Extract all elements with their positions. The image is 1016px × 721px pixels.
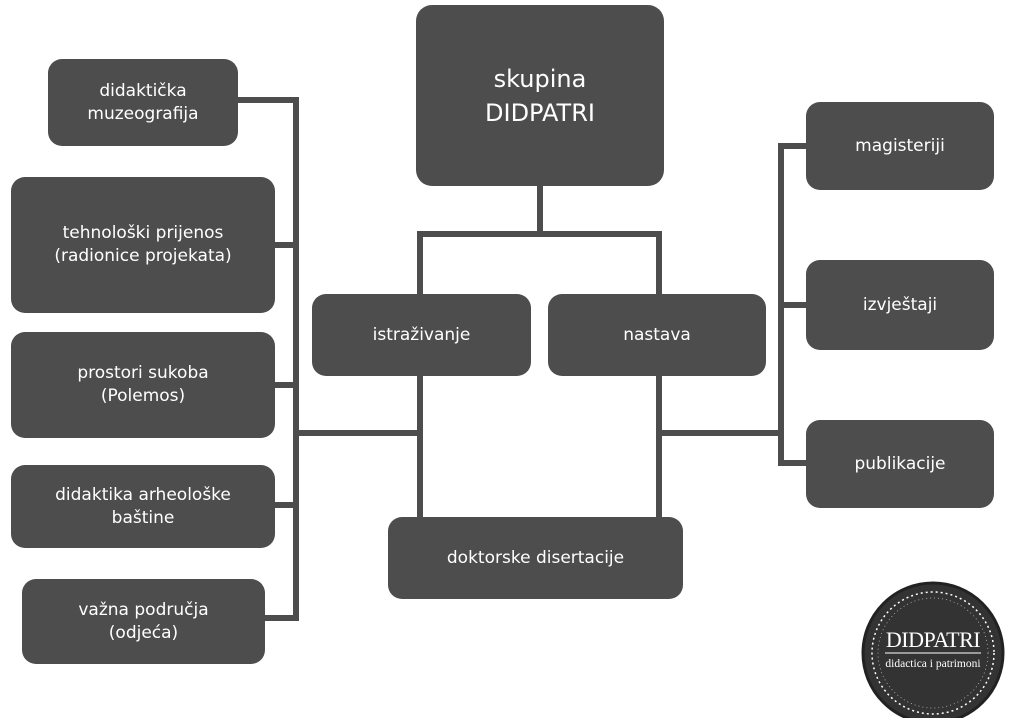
connector-root-to-branches — [417, 183, 662, 299]
teaching-output-reports: izvještaji — [806, 260, 994, 350]
research-node: istraživanje — [312, 294, 531, 376]
connector-teaching-to-doctoral — [656, 373, 784, 522]
research-area-conflict-spaces: prostori sukoba (Polemos) — [11, 332, 275, 438]
svg-text:didactica i patrimoni: didactica i patrimoni — [885, 658, 980, 670]
research-area-technology-transfer: tehnološki prijenos (radionice projekata… — [11, 177, 275, 313]
connector-research-to-doctoral — [293, 373, 423, 522]
teaching-node: nastava — [548, 294, 766, 376]
root-node: skupina DIDPATRI — [416, 5, 664, 186]
research-area-important-fields: važna područja (odjeća) — [22, 579, 265, 664]
teaching-output-publications: publikacije — [806, 420, 994, 508]
research-area-archaeological-heritage: didaktika arheološke baštine — [11, 465, 275, 548]
research-area-museography: didaktička muzeografija — [48, 59, 238, 146]
connector-research-ticks — [235, 97, 299, 621]
connector-teaching-ticks — [778, 143, 811, 466]
teaching-output-masters: magisteriji — [806, 102, 994, 190]
didpatri-logo-stamp: DIDPATRI didactica i patrimoni — [861, 581, 1005, 718]
doctoral-node: doktorske disertacije — [388, 517, 683, 599]
svg-text:DIDPATRI: DIDPATRI — [886, 627, 980, 652]
